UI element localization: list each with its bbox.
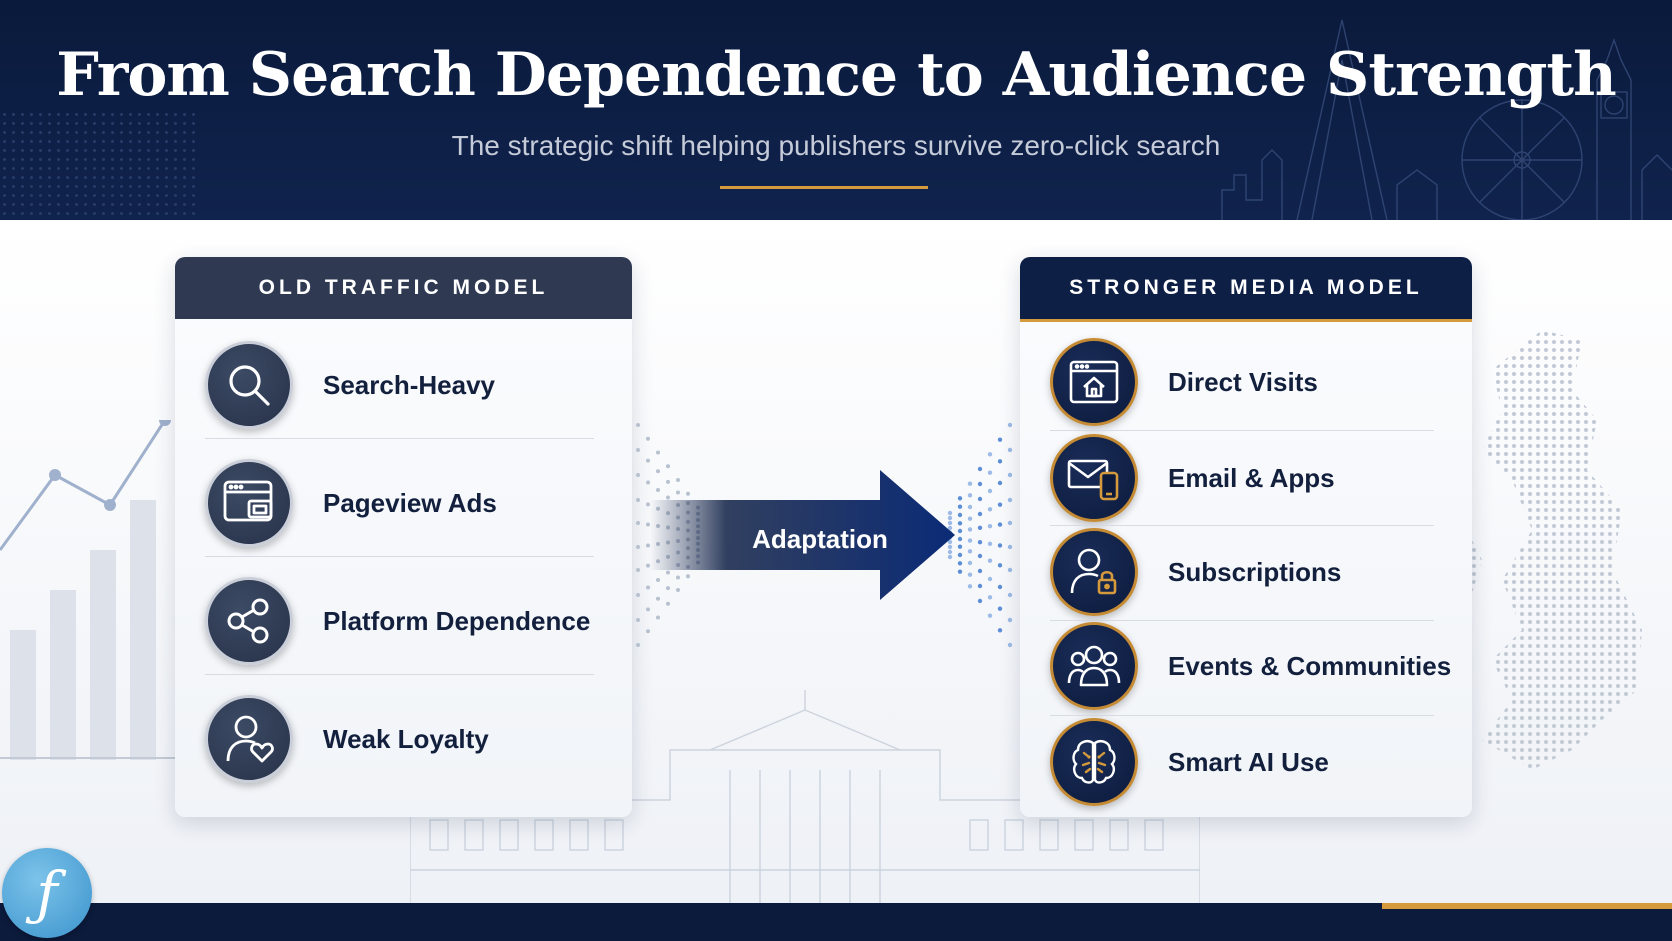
- london-skyline-illustration: [1221, 19, 1672, 220]
- new-model-heading: STRONGER MEDIA MODEL: [1020, 257, 1472, 322]
- new-model-item-label: Events & Communities: [1168, 650, 1452, 681]
- stronger-media-model-panel: STRONGER MEDIA MODEL Direct Visits: [1020, 257, 1472, 817]
- page-subtitle: The strategic shift helping publishers s…: [451, 130, 1221, 161]
- search-icon: [205, 341, 293, 429]
- new-model-item-email-apps: Email & Apps: [1050, 434, 1434, 522]
- old-model-item-label: Pageview Ads: [323, 487, 497, 518]
- row-divider: [1050, 525, 1434, 526]
- new-model-item-label: Smart AI Use: [1168, 746, 1329, 777]
- new-model-item-direct-visits: Direct Visits: [1050, 338, 1434, 426]
- old-traffic-model-panel: OLD TRAFFIC MODEL Search-Heavy Pag: [175, 257, 632, 817]
- old-model-item-pageview-ads: Pageview Ads: [205, 459, 594, 547]
- person-heart-icon: [205, 695, 293, 783]
- new-model-item-smart-ai-use: Smart AI Use: [1050, 718, 1434, 806]
- person-lock-icon: [1050, 528, 1138, 616]
- page-title: From Search Dependence to Audience Stren…: [56, 40, 1617, 110]
- row-divider: [1050, 715, 1434, 716]
- new-model-item-events-communities: Events & Communities: [1050, 622, 1451, 710]
- new-model-item-label: Subscriptions: [1168, 556, 1342, 587]
- footer-accent: [1382, 903, 1672, 909]
- share-network-icon: [205, 577, 293, 665]
- old-model-item-weak-loyalty: Weak Loyalty: [205, 695, 594, 783]
- old-model-item-platform-dependence: Platform Dependence: [205, 577, 594, 665]
- old-model-item-search-heavy: Search-Heavy: [205, 341, 594, 429]
- row-divider: [1050, 430, 1434, 431]
- old-model-heading: OLD TRAFFIC MODEL: [175, 257, 632, 319]
- brand-logo: ƒ: [2, 848, 92, 938]
- browser-ad-icon: [205, 459, 293, 547]
- browser-home-icon: [1050, 338, 1138, 426]
- group-icon: [1050, 622, 1138, 710]
- new-model-item-label: Email & Apps: [1168, 462, 1335, 493]
- header-banner: From Search Dependence to Audience Stren…: [0, 0, 1672, 220]
- old-model-item-label: Search-Heavy: [323, 369, 495, 400]
- footer-bar: [0, 903, 1672, 941]
- row-divider: [205, 556, 594, 557]
- row-divider: [1050, 620, 1434, 621]
- decorative-dot-grid: [0, 110, 200, 220]
- decorative-bar-chart: [0, 420, 180, 760]
- email-phone-icon: [1050, 434, 1138, 522]
- adaptation-arrow: [636, 422, 1013, 648]
- new-model-item-subscriptions: Subscriptions: [1050, 528, 1434, 616]
- brain-icon: [1050, 718, 1138, 806]
- row-divider: [205, 438, 594, 439]
- old-model-item-label: Weak Loyalty: [323, 723, 489, 754]
- old-model-item-label: Platform Dependence: [323, 605, 591, 636]
- row-divider: [205, 674, 594, 675]
- title-accent-rule: [720, 186, 928, 189]
- new-model-item-label: Direct Visits: [1168, 366, 1318, 397]
- adaptation-label: Adaptation: [752, 524, 888, 554]
